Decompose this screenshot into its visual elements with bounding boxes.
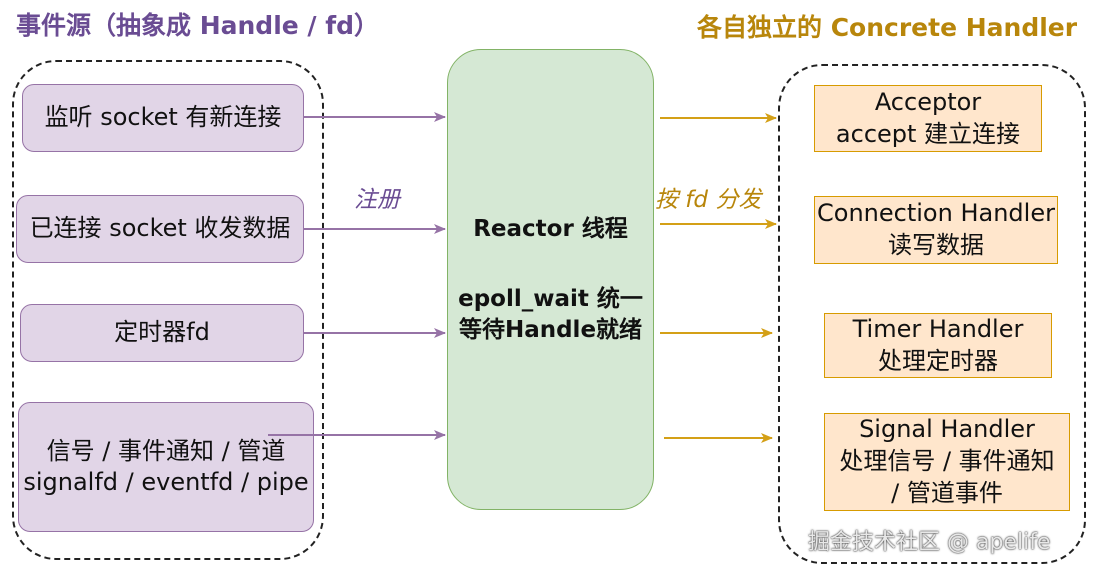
reactor-desc-line-2: 等待Handle就绪: [458, 317, 643, 343]
handler-signal-name: Signal Handler: [859, 415, 1035, 444]
handler-connection-desc: 读写数据: [888, 231, 984, 259]
reactor-thread: Reactor 线程 epoll_wait 统一 等待Handle就绪: [447, 49, 654, 510]
handler-timer-desc: 处理定时器: [877, 346, 998, 375]
source-connected-socket: 已连接 socket 收发数据: [16, 195, 304, 263]
handler-signal-desc-1: 处理信号 / 事件通知: [839, 447, 1055, 476]
handler-timer-name: Timer Handler: [852, 314, 1024, 343]
source-listen-socket-label: 监听 socket 有新连接: [44, 103, 282, 132]
dispatch-label: 按 fd 分发: [655, 187, 762, 213]
handler-signal: Signal Handler 处理信号 / 事件通知 / 管道事件: [824, 413, 1070, 511]
source-signal-line-1: 信号 / 事件通知 / 管道: [46, 436, 286, 465]
source-timer-fd-label: 定时器fd: [114, 318, 210, 347]
handler-signal-desc-2: / 管道事件: [891, 478, 1003, 507]
handler-acceptor-desc: accept 建立连接: [835, 119, 1021, 148]
handler-timer: Timer Handler 处理定时器: [824, 313, 1052, 378]
source-signal-line-2: signalfd / eventfd / pipe: [23, 468, 309, 496]
sources-group: [12, 60, 324, 560]
reactor-title: Reactor 线程: [473, 216, 628, 242]
register-label: 注册: [354, 187, 400, 213]
source-listen-socket: 监听 socket 有新连接: [22, 84, 304, 152]
sources-title: 事件源（抽象成 Handle / fd）: [16, 11, 380, 40]
handlers-group: [778, 64, 1086, 564]
source-timer-fd: 定时器fd: [20, 304, 304, 362]
source-signal-event-pipe: 信号 / 事件通知 / 管道 signalfd / eventfd / pipe: [18, 402, 314, 532]
handlers-title: 各自独立的 Concrete Handler: [697, 13, 1078, 42]
source-connected-socket-label: 已连接 socket 收发数据: [29, 214, 291, 243]
handler-acceptor-name: Acceptor: [874, 87, 982, 116]
handler-connection: Connection Handler 读写数据: [814, 196, 1058, 264]
reactor-desc-line-1: epoll_wait 统一: [458, 286, 643, 312]
handler-connection-name: Connection Handler: [817, 199, 1055, 228]
handler-acceptor: Acceptor accept 建立连接: [814, 85, 1042, 152]
watermark: 掘金技术社区 @ apelife: [808, 530, 1051, 555]
